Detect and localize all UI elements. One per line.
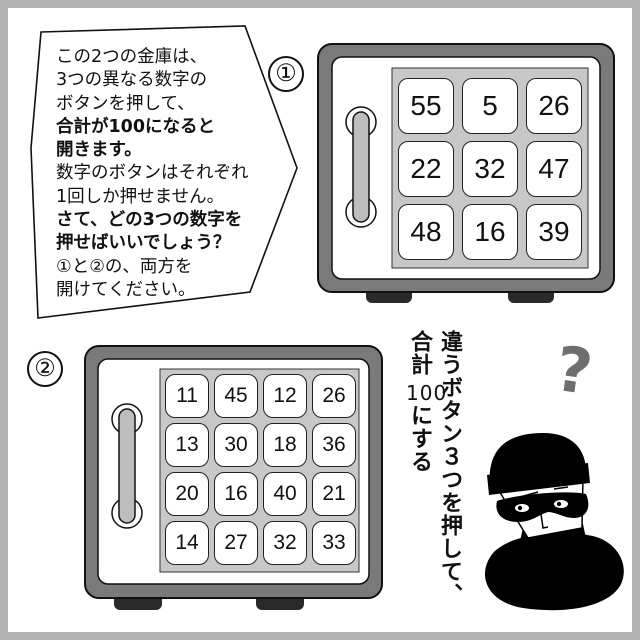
thief-icon xyxy=(484,433,624,611)
key-button-16[interactable]: 16 xyxy=(462,204,518,260)
key-button-26[interactable]: 26 xyxy=(526,78,582,134)
safe-2-number: ② xyxy=(27,351,63,387)
instruction-line: この2つの金庫は、 xyxy=(56,47,208,67)
instruction-line: 合計が100になると xyxy=(56,116,216,137)
safe-2-handle xyxy=(111,403,143,529)
key-button-20[interactable]: 20 xyxy=(165,472,209,516)
instruction-line: ①と②の、両方を xyxy=(56,256,193,277)
key-button-39[interactable]: 39 xyxy=(526,204,582,260)
safe-1-handle xyxy=(345,106,377,228)
comic-panel: この2つの金庫は、 3つの異なる数字のボタンを押して、合計が100になると開きます… xyxy=(8,8,632,632)
key-button-30[interactable]: 30 xyxy=(214,423,258,467)
caption-ni-suru: にする xyxy=(407,404,432,473)
key-button-18[interactable]: 18 xyxy=(263,423,307,467)
key-button-32[interactable]: 32 xyxy=(263,521,307,565)
instruction-line: 押せばいいでしょう？ xyxy=(56,233,231,254)
key-button-22[interactable]: 22 xyxy=(398,141,454,197)
key-button-27[interactable]: 27 xyxy=(214,521,258,565)
key-button-47[interactable]: 47 xyxy=(526,141,582,197)
key-button-26[interactable]: 26 xyxy=(312,374,356,418)
key-button-13[interactable]: 13 xyxy=(165,423,209,467)
key-button-14[interactable]: 14 xyxy=(165,521,209,565)
instruction-line: さて、どの3つの数字を xyxy=(56,210,243,231)
instruction-line: 開けてください。 xyxy=(56,279,196,300)
safe-1-number: ① xyxy=(268,56,304,92)
key-button-16[interactable]: 16 xyxy=(214,472,258,516)
key-button-11[interactable]: 11 xyxy=(165,374,209,418)
caption-column-1: 違うボタン３つを押して、 xyxy=(437,330,462,606)
key-button-12[interactable]: 12 xyxy=(263,374,307,418)
key-button-21[interactable]: 21 xyxy=(312,472,356,516)
key-button-33[interactable]: 33 xyxy=(312,521,356,565)
key-button-45[interactable]: 45 xyxy=(214,374,258,418)
key-button-40[interactable]: 40 xyxy=(263,472,307,516)
key-button-36[interactable]: 36 xyxy=(312,423,356,467)
key-button-55[interactable]: 55 xyxy=(398,78,454,134)
key-button-32[interactable]: 32 xyxy=(462,141,518,197)
instruction-line: 3つの異なる数字の xyxy=(56,70,208,91)
instruction-line: 開きます。 xyxy=(56,140,142,161)
key-button-48[interactable]: 48 xyxy=(398,204,454,260)
caption-total: 合計 xyxy=(407,330,432,376)
instruction-line: ボタンを押して、 xyxy=(56,93,195,114)
instruction-line: 数字のボタンはそれぞれ xyxy=(56,163,249,184)
instructions-text: この2つの金庫は、 3つの異なる数字のボタンを押して、合計が100になると開きます… xyxy=(56,46,249,302)
instruction-line: 1回しか押せません。 xyxy=(56,186,225,207)
speech-bubble xyxy=(30,25,298,319)
key-button-5[interactable]: 5 xyxy=(462,78,518,134)
thief-illustration xyxy=(484,433,624,611)
